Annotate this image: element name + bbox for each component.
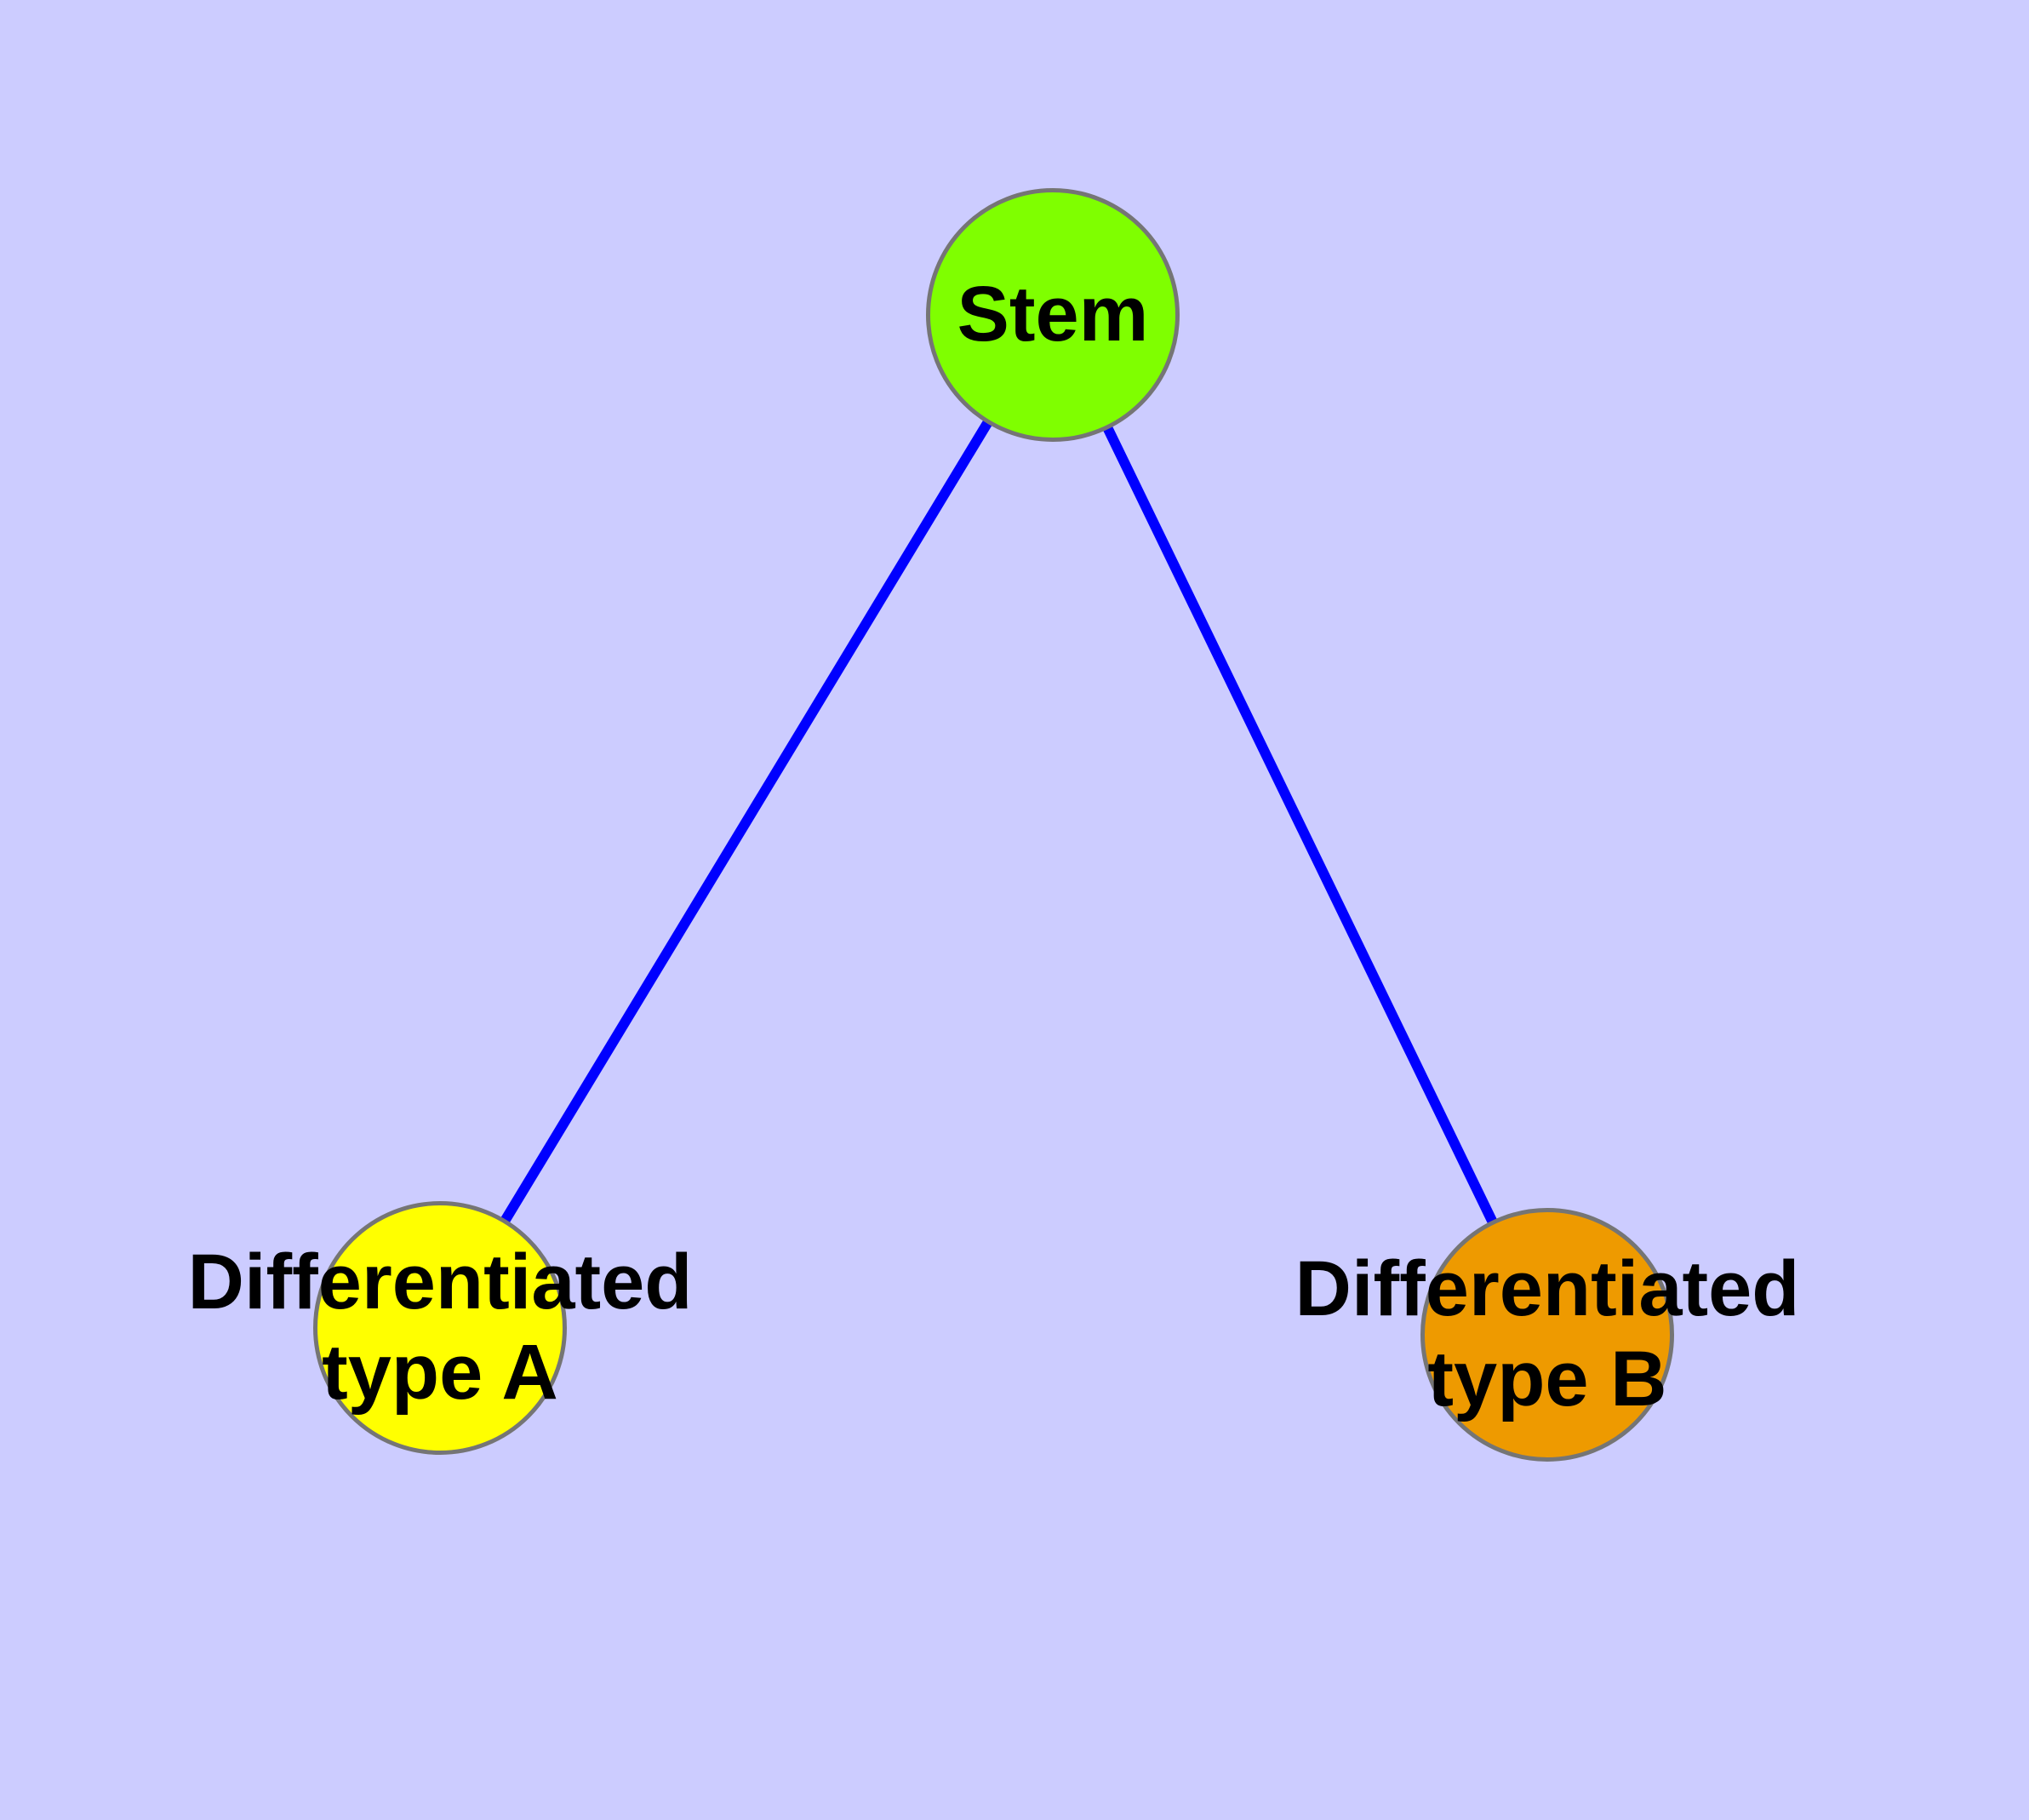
edge-stem-to-type-b [1048,312,1552,1337]
node-differentiated-type-b: Differentiated type B [1295,1208,1799,1462]
node-differentiated-type-b-label-line-1: Differentiated [1295,1245,1800,1333]
node-stem-label: Stem [957,270,1149,360]
node-differentiated-type-b-label: Differentiated type B [1295,1245,1800,1425]
node-differentiated-type-a-label-line-1: Differentiated [187,1239,693,1326]
edge-stem-to-type-a [435,312,1058,1331]
node-differentiated-type-a-label: Differentiated type A [188,1238,693,1418]
node-differentiated-type-a-label-line-2: type A [322,1329,558,1416]
node-differentiated-type-a: Differentiated type A [188,1201,692,1455]
node-stem-label-line-1: Stem [957,271,1149,358]
node-stem: Stem [926,188,1180,442]
node-differentiated-type-b-label-line-2: type B [1427,1336,1667,1422]
